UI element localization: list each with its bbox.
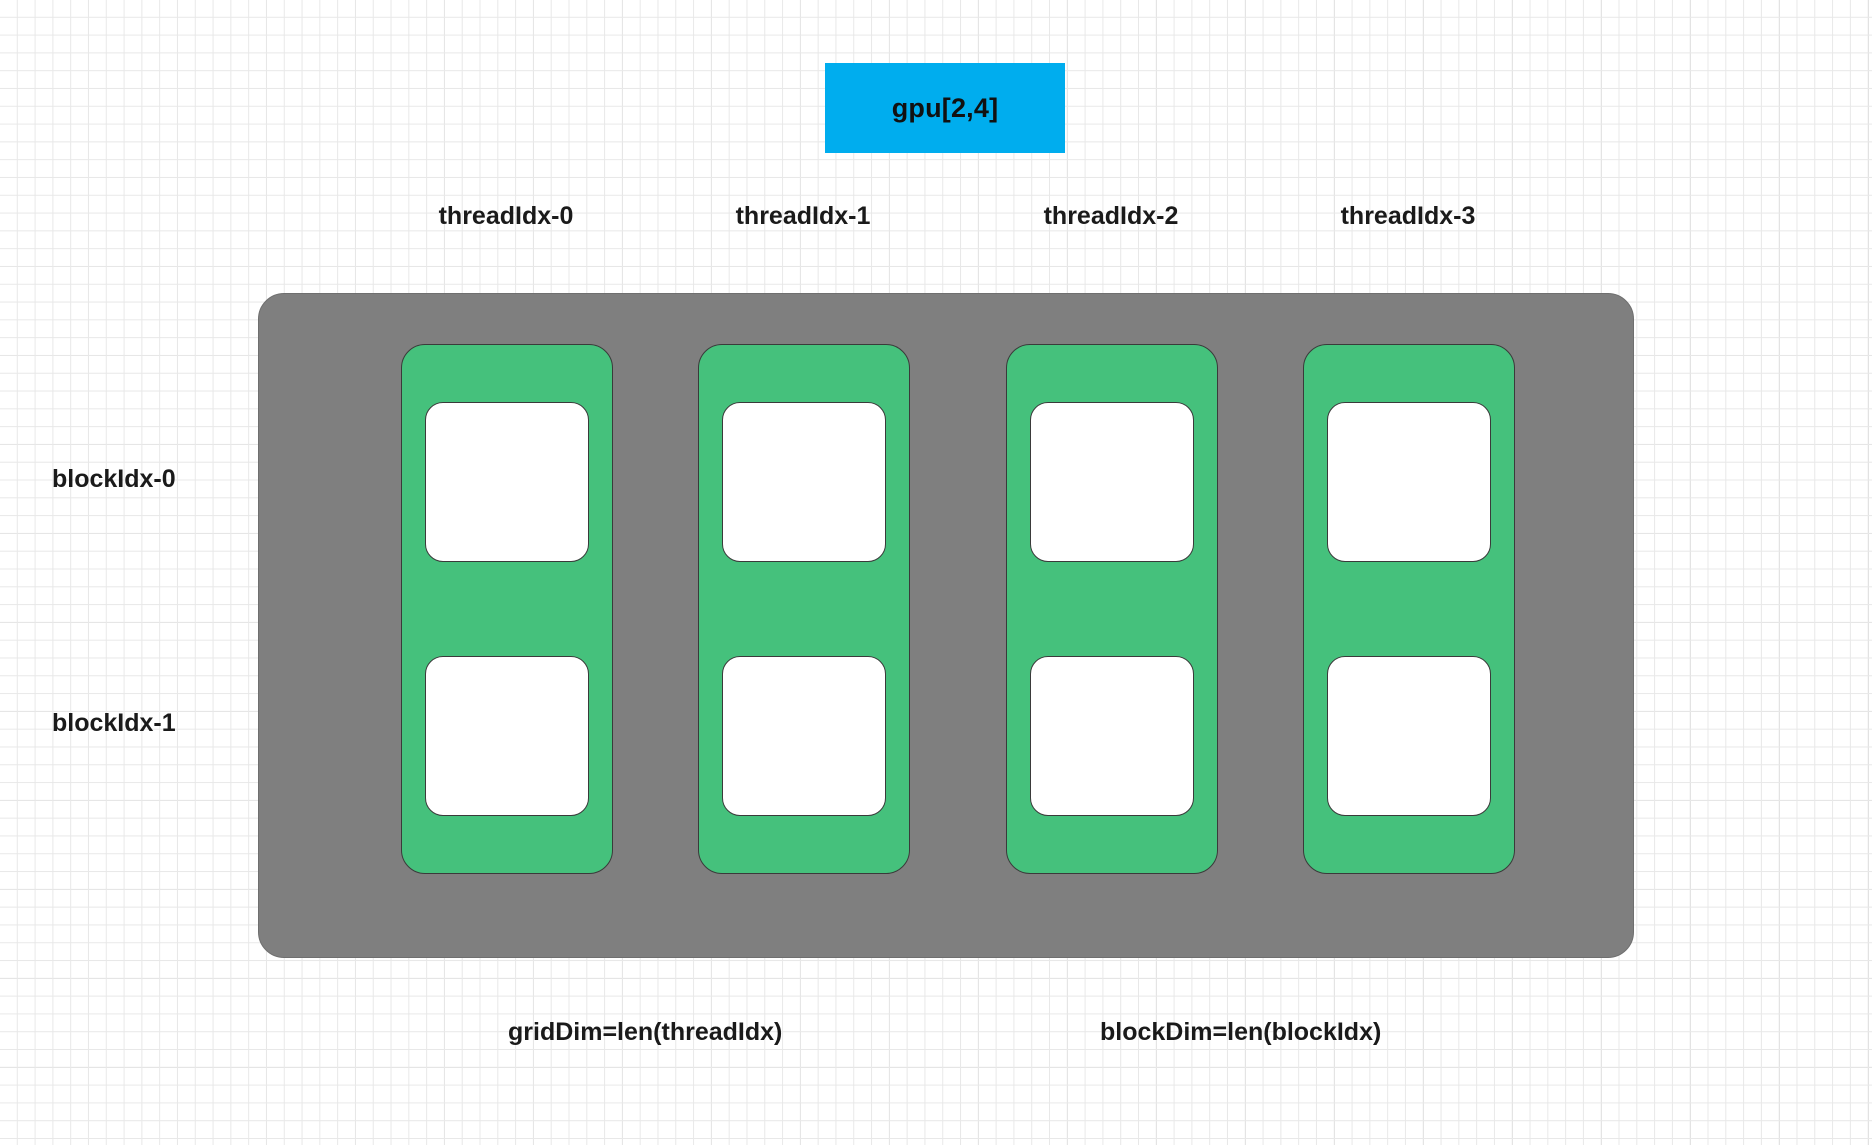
thread-column-0 bbox=[401, 344, 613, 874]
block-cell-r0-c3 bbox=[1327, 402, 1491, 562]
thread-column-1 bbox=[698, 344, 910, 874]
thread-column-3 bbox=[1303, 344, 1515, 874]
column-header-threadidx-0: threadIdx-0 bbox=[438, 202, 574, 230]
column-header-threadidx-2: threadIdx-2 bbox=[1043, 202, 1179, 230]
block-cell-r1-c1 bbox=[722, 656, 886, 816]
thread-column-2 bbox=[1006, 344, 1218, 874]
row-header-blockidx-1: blockIdx-1 bbox=[52, 709, 176, 737]
gpu-title-chip: gpu[2,4] bbox=[825, 63, 1065, 153]
block-cell-r0-c0 bbox=[425, 402, 589, 562]
gpu-title-label: gpu[2,4] bbox=[891, 92, 999, 123]
footer-note-griddim: gridDim=len(threadIdx) bbox=[508, 1018, 783, 1046]
column-header-threadidx-1: threadIdx-1 bbox=[735, 202, 871, 230]
block-cell-r1-c0 bbox=[425, 656, 589, 816]
block-cell-r0-c1 bbox=[722, 402, 886, 562]
gpu-body-container bbox=[258, 293, 1634, 958]
column-header-threadidx-3: threadIdx-3 bbox=[1340, 202, 1476, 230]
row-header-blockidx-0: blockIdx-0 bbox=[52, 465, 176, 493]
block-cell-r1-c2 bbox=[1030, 656, 1194, 816]
footer-note-blockdim: blockDim=len(blockIdx) bbox=[1100, 1018, 1382, 1046]
block-cell-r1-c3 bbox=[1327, 656, 1491, 816]
block-cell-r0-c2 bbox=[1030, 402, 1194, 562]
